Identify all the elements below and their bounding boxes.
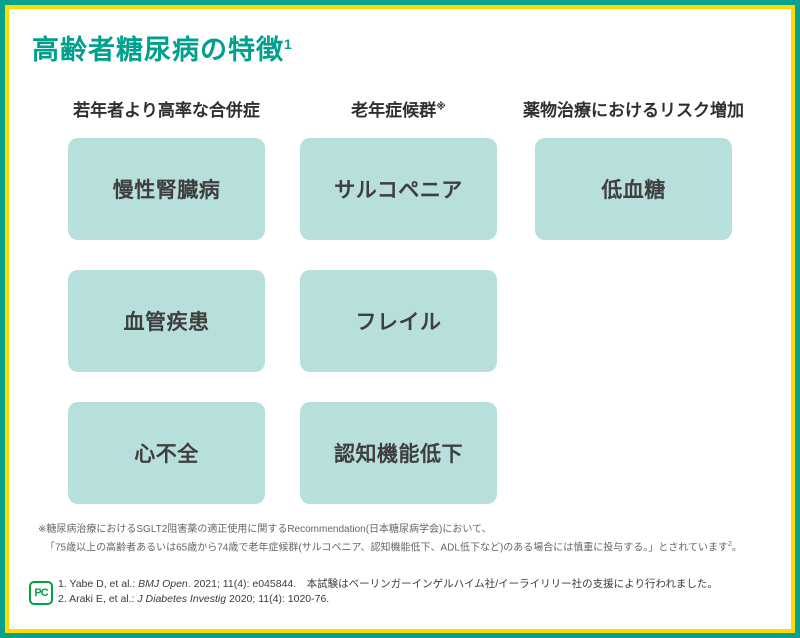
reference-2-journal: J Diabetes Investig: [137, 593, 227, 605]
footnote: ※糖尿病治療におけるSGLT2阻害薬の適正使用に関するRecommendatio…: [38, 522, 742, 555]
column-geriatric-syndrome-header-reference-mark: ※: [436, 101, 446, 113]
box-heart-failure: 心不全: [68, 402, 265, 504]
page-title: 高齢者糖尿病の特徴1: [32, 28, 293, 67]
footnote-line-2-superscript: 2: [727, 541, 732, 548]
pc-logo-icon: PC: [29, 581, 53, 605]
box-hypoglycemia-label: 低血糖: [601, 179, 666, 202]
column-drug-treatment-risk-header: 薬物治療におけるリスク増加: [495, 96, 772, 121]
footnote-line-2-text: 「75歳以上の高齢者あるいは65歳から74歳で老年症候群(サルコペニア、認知機能…: [45, 542, 728, 554]
box-vascular-disease-label: 血管疾患: [123, 311, 210, 334]
footnote-line-1: ※糖尿病治療におけるSGLT2阻害薬の適正使用に関するRecommendatio…: [38, 524, 492, 535]
column-geriatric-syndrome-header: 老年症候群※: [260, 96, 537, 121]
box-chronic-kidney-disease: 慢性腎臓病: [68, 138, 265, 240]
reference-2-details: 2020; 11(4): 1020-76.: [226, 593, 330, 605]
reference-1-details: . 2021; 11(4): e045844. 本試験はベーリンガーインゲルハイ…: [187, 578, 718, 590]
box-hypoglycemia: 低血糖: [535, 138, 732, 240]
page-title-superscript: 1: [284, 36, 293, 52]
references: 1. Yabe D, et al.: BMJ Open. 2021; 11(4)…: [58, 577, 718, 607]
pc-logo-text: PC: [34, 587, 48, 599]
box-frailty: フレイル: [300, 270, 497, 372]
reference-1: 1. Yabe D, et al.: BMJ Open. 2021; 11(4)…: [58, 577, 718, 592]
reference-1-journal: BMJ Open: [138, 578, 188, 590]
box-cognitive-decline: 認知機能低下: [300, 402, 497, 504]
box-frailty-label: フレイル: [355, 311, 442, 334]
column-drug-treatment-risk-header-text: 薬物治療におけるリスク増加: [523, 101, 744, 120]
column-geriatric-syndrome-header-text: 老年症候群: [351, 101, 437, 120]
footnote-line-2: 「75歳以上の高齢者あるいは65歳から74歳で老年症候群(サルコペニア、認知機能…: [38, 537, 742, 555]
box-chronic-kidney-disease-label: 慢性腎臓病: [112, 179, 221, 202]
box-cognitive-decline-label: 認知機能低下: [334, 443, 463, 466]
reference-1-authors: 1. Yabe D, et al.:: [58, 578, 139, 590]
box-sarcopenia: サルコペニア: [300, 138, 497, 240]
box-vascular-disease: 血管疾患: [68, 270, 265, 372]
footnote-line-2-tail: 。: [731, 542, 742, 554]
column-complications-header: 若年者より高率な合併症: [28, 96, 305, 121]
page-title-text: 高齢者糖尿病の特徴: [32, 35, 284, 65]
box-sarcopenia-label: サルコペニア: [334, 179, 463, 202]
box-heart-failure-label: 心不全: [134, 443, 199, 466]
column-complications-header-text: 若年者より高率な合併症: [73, 101, 260, 120]
reference-2: 2. Araki E, et al.: J Diabetes Investig …: [58, 592, 718, 607]
reference-2-authors: 2. Araki E, et al.:: [58, 593, 138, 605]
